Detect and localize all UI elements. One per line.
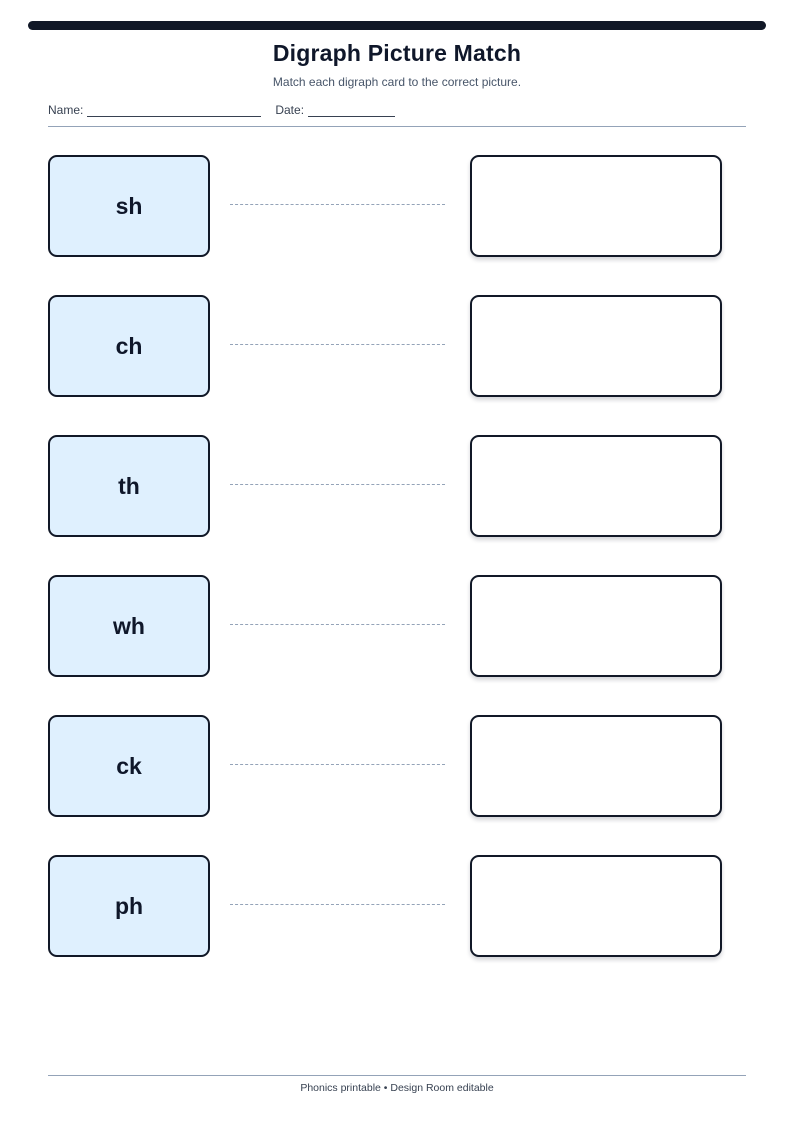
digraph-label: ck <box>116 752 142 779</box>
picture-box[interactable] <box>470 575 722 677</box>
match-row: sh <box>48 155 746 257</box>
picture-box[interactable] <box>470 295 722 397</box>
name-date-row: Name: Date: <box>48 103 396 117</box>
date-label: Date: <box>275 103 305 117</box>
footer-text: Phonics printable • Design Room editable <box>300 1082 494 1094</box>
match-rows: sh ch th wh ck ph <box>48 155 746 995</box>
match-row: ph <box>48 855 746 957</box>
page-subtitle: Match each digraph card to the correct p… <box>272 75 522 89</box>
picture-box[interactable] <box>470 155 722 257</box>
header-divider <box>48 126 746 127</box>
picture-box[interactable] <box>470 855 722 957</box>
dashed-connector <box>230 624 445 625</box>
digraph-label: sh <box>115 192 143 219</box>
dashed-connector <box>230 344 445 345</box>
name-field[interactable] <box>87 104 262 117</box>
dashed-connector <box>230 904 445 905</box>
match-row: ch <box>48 295 746 397</box>
digraph-card[interactable]: sh <box>48 155 210 257</box>
match-row: ck <box>48 715 746 817</box>
digraph-label: th <box>118 472 140 499</box>
top-accent-bar <box>28 21 766 30</box>
digraph-card[interactable]: ph <box>48 855 210 957</box>
picture-box[interactable] <box>470 435 722 537</box>
digraph-card[interactable]: ch <box>48 295 210 397</box>
footer-divider <box>48 1075 746 1076</box>
date-field[interactable] <box>308 104 396 117</box>
digraph-card[interactable]: th <box>48 435 210 537</box>
digraph-card[interactable]: wh <box>48 575 210 677</box>
dashed-connector <box>230 484 445 485</box>
digraph-label: wh <box>113 612 145 639</box>
match-row: th <box>48 435 746 537</box>
digraph-label: ph <box>114 892 144 919</box>
digraph-label: ch <box>115 332 143 359</box>
page-title: Digraph Picture Match <box>272 40 522 66</box>
name-label: Name: <box>48 103 84 117</box>
picture-box[interactable] <box>470 715 722 817</box>
dashed-connector <box>230 204 445 205</box>
dashed-connector <box>230 764 445 765</box>
digraph-card[interactable]: ck <box>48 715 210 817</box>
match-row: wh <box>48 575 746 677</box>
